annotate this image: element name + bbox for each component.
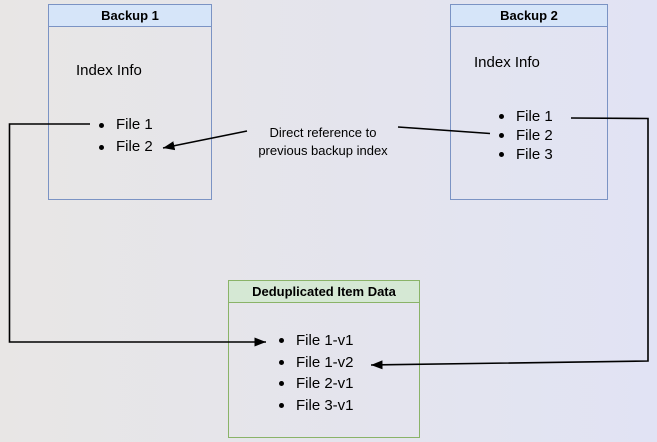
backup2-index-info-label: Index Info — [474, 54, 540, 71]
list-item: File 2 — [99, 136, 153, 158]
bullet-icon — [279, 402, 284, 408]
dedup-file-3v1: File 3-v1 — [296, 396, 354, 414]
list-item: File 3-v1 — [279, 395, 354, 417]
dedup-title: Deduplicated Item Data — [229, 281, 419, 303]
backup1-file-list: File 1 File 2 — [99, 114, 153, 158]
bullet-icon — [279, 381, 284, 387]
dedup-file-2v1: File 2-v1 — [296, 375, 354, 392]
bullet-icon — [499, 133, 504, 138]
bullet-icon — [279, 338, 284, 344]
backup1-file-2: File 2 — [116, 138, 153, 155]
list-item: File 1 — [499, 107, 553, 126]
list-item: File 1 — [99, 114, 153, 136]
backup1-node: Backup 1 Index Info File 1 File 2 — [48, 4, 212, 200]
annotation-line-1: Direct reference to — [269, 125, 377, 140]
list-item: File 2-v1 — [279, 373, 354, 395]
list-item: File 1-v2 — [279, 352, 354, 374]
bullet-icon — [99, 122, 104, 128]
backup2-file-3: File 3 — [516, 146, 553, 163]
backup1-title: Backup 1 — [49, 5, 211, 27]
annotation-direct-reference: Direct reference to previous backup inde… — [238, 124, 408, 160]
backup1-file-1: File 1 — [116, 116, 153, 133]
bullet-icon — [499, 114, 504, 119]
bullet-icon — [279, 359, 284, 365]
bullet-icon — [99, 144, 104, 150]
list-item: File 2 — [499, 126, 553, 145]
dedup-file-1v2: File 1-v2 — [296, 353, 354, 371]
dedup-file-list: File 1-v1 File 1-v2 File 2-v1 File 3-v1 — [279, 330, 354, 416]
list-item: File 3 — [499, 145, 553, 164]
backup2-title: Backup 2 — [451, 5, 607, 27]
dedup-file-1v1: File 1-v1 — [296, 332, 354, 349]
list-item: File 1-v1 — [279, 330, 354, 352]
backup2-file-1: File 1 — [516, 108, 553, 125]
dedup-node: Deduplicated Item Data File 1-v1 File 1-… — [228, 280, 420, 438]
bullet-icon — [499, 152, 504, 157]
backup2-file-list: File 1 File 2 File 3 — [499, 107, 553, 164]
backup2-node: Backup 2 Index Info File 1 File 2 File 3 — [450, 4, 608, 200]
backup1-index-info-label: Index Info — [76, 62, 142, 79]
backup2-file-2: File 2 — [516, 127, 553, 144]
annotation-line-2: previous backup index — [258, 143, 388, 158]
